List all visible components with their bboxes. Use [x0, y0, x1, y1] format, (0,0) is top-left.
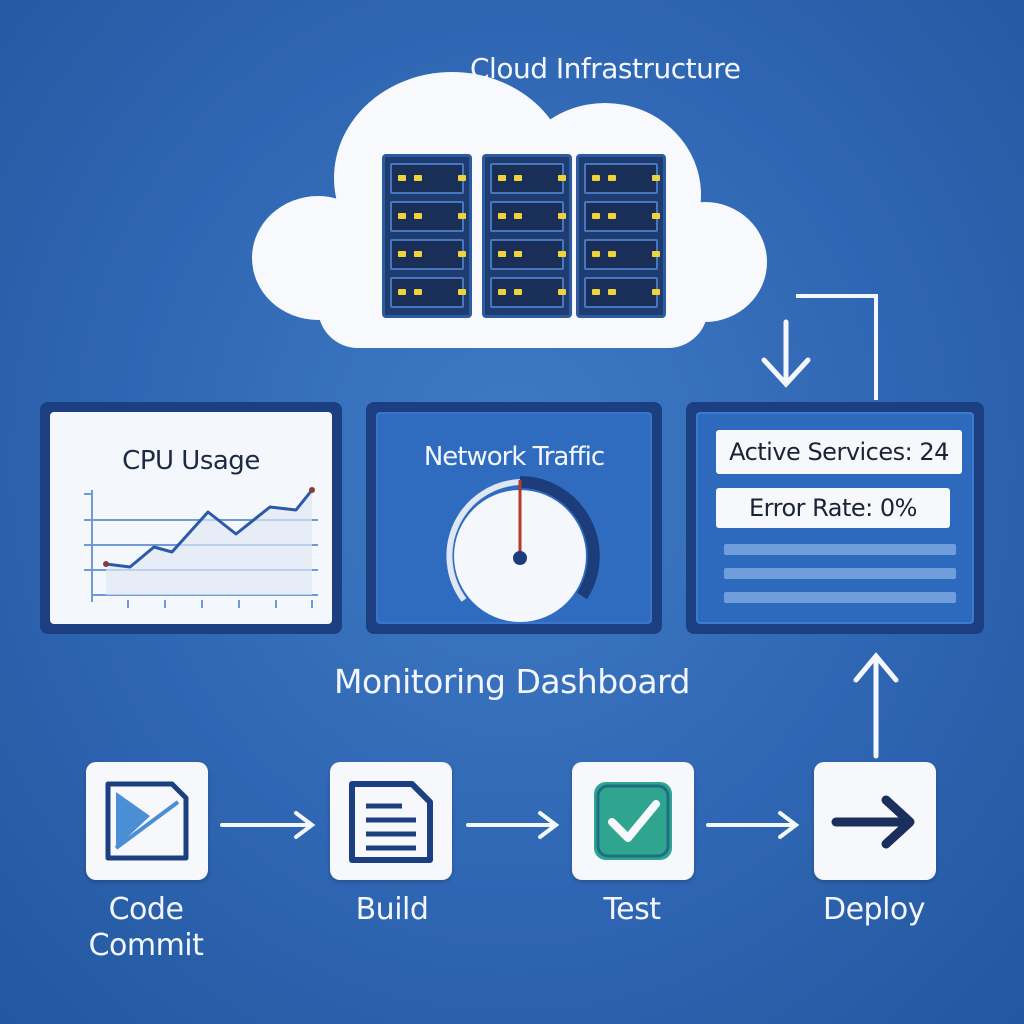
test-step: [572, 762, 694, 880]
server-rack-icon: [482, 154, 572, 318]
arrow-right-icon: [831, 795, 915, 849]
network-traffic-panel: Network Traffic: [366, 402, 662, 634]
gauge-icon: [446, 476, 600, 622]
test-label: Test: [603, 892, 661, 927]
cpu-usage-panel: CPU Usage: [40, 402, 342, 634]
status-bar: [724, 568, 956, 579]
active-services-stat: Active Services: 24: [716, 430, 962, 474]
server-rack-icon: [382, 154, 472, 318]
build-label: Build: [355, 892, 429, 927]
cloud-title: Cloud Infrastructure: [470, 52, 741, 85]
network-traffic-title: Network Traffic: [423, 442, 605, 472]
cpu-usage-title: CPU Usage: [122, 446, 260, 476]
build-step: [330, 762, 452, 880]
document-icon: [349, 781, 433, 863]
code-commit-label: Code Commit: [88, 892, 204, 963]
pipeline-arrows: [220, 811, 800, 839]
error-rate-stat: Error Rate: 0%: [716, 488, 950, 528]
feedback-connector: [796, 294, 878, 400]
up-arrow-icon: [853, 652, 899, 759]
dashboard-title: Monitoring Dashboard: [334, 662, 691, 701]
cpu-line-chart: [84, 487, 318, 608]
deploy-label: Deploy: [822, 892, 926, 927]
status-bar: [724, 592, 956, 603]
code-commit-step: [86, 762, 208, 880]
code-file-icon: [105, 781, 189, 861]
deploy-step: [814, 762, 936, 880]
server-rack-icon: [576, 154, 666, 318]
status-bar: [724, 544, 956, 555]
services-status-panel: Active Services: 24 Error Rate: 0%: [686, 402, 984, 634]
checkmark-icon: [594, 782, 672, 860]
down-arrow-icon: [761, 319, 811, 388]
